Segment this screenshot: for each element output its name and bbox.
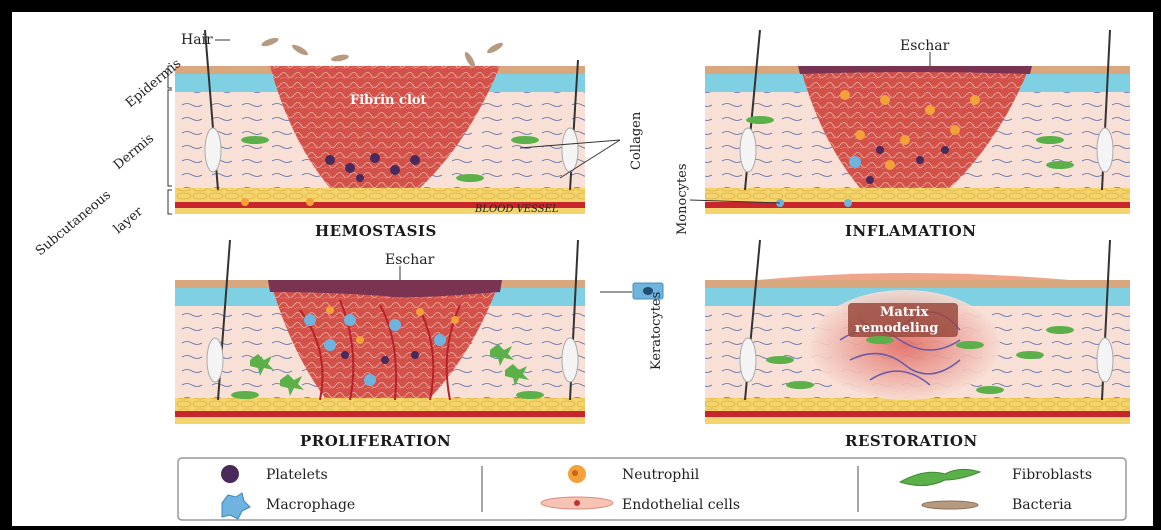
legend-label-neutrophil: Neutrophil xyxy=(622,467,700,483)
panel-proliferation: Eschar PROLIFERATION xyxy=(175,240,585,450)
panel-inflamation: Eschar INFLAMATION xyxy=(705,30,1130,240)
eschar-label-inflamation: Eschar xyxy=(900,38,950,54)
matrix-label: Matrix xyxy=(880,305,929,320)
legend-label-endothelial: Endothelial cells xyxy=(622,497,740,513)
stage-title-inflamation: INFLAMATION xyxy=(845,222,976,240)
epidermis-label: Epidermis xyxy=(123,56,184,111)
platelet-icon xyxy=(221,465,239,483)
remodeling-label: remodeling xyxy=(855,321,938,336)
legend: Platelets Macrophage Neutrophil Endothel… xyxy=(178,458,1126,520)
legend-label-fibroblasts: Fibroblasts xyxy=(1012,467,1092,483)
panel-restoration: Matrix remodeling RESTORATION xyxy=(705,240,1130,450)
panel-hemostasis: Fibrin clot BLOOD VESSEL HEMOSTASIS xyxy=(175,30,585,240)
subcutaneous-label: Subcutaneous xyxy=(33,188,114,259)
eschar-label-proliferation: Eschar xyxy=(385,252,435,268)
blood-vessel-label: BLOOD VESSEL xyxy=(474,204,559,215)
hair-label: Hair xyxy=(181,32,213,48)
keratocytes-label: Keratocytes xyxy=(649,292,664,370)
bacteria-icon xyxy=(922,501,978,509)
stage-title-hemostasis: HEMOSTASIS xyxy=(315,222,437,240)
dermis-label: Dermis xyxy=(111,131,157,173)
legend-label-platelets: Platelets xyxy=(266,467,328,483)
fibrin-clot-label: Fibrin clot xyxy=(350,93,427,108)
collagen-label: Collagen xyxy=(629,111,644,170)
legend-label-macrophage: Macrophage xyxy=(266,497,355,513)
stage-title-proliferation: PROLIFERATION xyxy=(300,432,451,450)
stage-title-restoration: RESTORATION xyxy=(845,432,978,450)
legend-label-bacteria: Bacteria xyxy=(1012,497,1072,513)
monocytes-label: Monocytes xyxy=(675,163,690,235)
layer-label: layer xyxy=(111,204,147,237)
